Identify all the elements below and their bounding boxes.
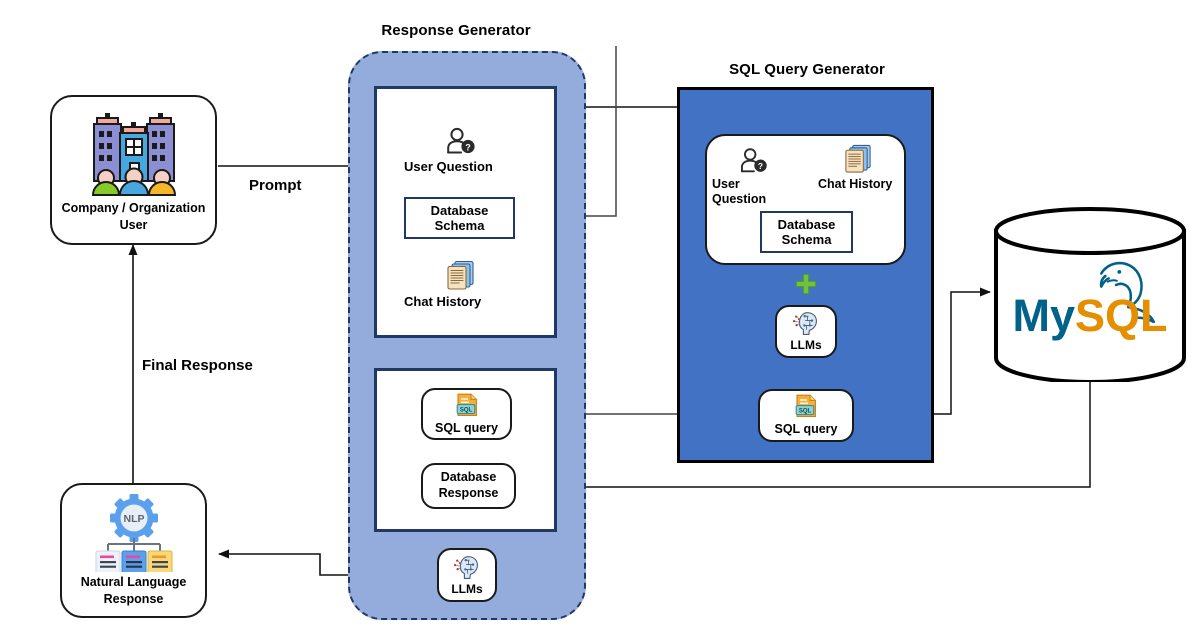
rg-chat-history-label: Chat History (404, 294, 482, 309)
user-question-icon: ? (404, 126, 516, 156)
company-user-label-line2: User (119, 218, 148, 232)
rg-sql-query-label: SQL query (435, 420, 498, 435)
response-generator-title: Response Generator (381, 22, 531, 39)
sg-sql-query[interactable]: SQL SQL query (758, 389, 854, 442)
nlp-gear-icon: NLP (89, 493, 179, 572)
rg-user-question[interactable]: ? User Question (404, 126, 516, 174)
rg-llms[interactable]: LLMs (437, 548, 497, 602)
svg-text:SQL: SQL (459, 407, 472, 413)
user-question-icon: ? (712, 145, 794, 175)
sql-file-icon: SQL (452, 393, 482, 420)
rg-llms-label: LLMs (451, 581, 483, 596)
mysql-wordmark: MySQL (1012, 290, 1167, 341)
edge-label-final-response: Final Response (142, 357, 253, 374)
nlp-response-label-line1: Natural Language (80, 574, 187, 589)
chat-history-documents-icon (818, 141, 896, 175)
rg-database-response[interactable]: Database Response (421, 463, 516, 509)
sg-database-schema-line1: Database (777, 216, 836, 232)
rg-database-schema[interactable]: Database Schema (404, 197, 515, 239)
company-user-label-line1: Company / Organization (61, 201, 206, 216)
sg-llms-label: LLMs (790, 338, 822, 353)
plus-icon (794, 272, 818, 296)
sql-file-icon: SQL (791, 394, 821, 421)
svg-text:SQL: SQL (799, 409, 812, 415)
rg-database-schema-line2: Schema (434, 218, 485, 233)
sql-query-generator-title: SQL Query Generator (729, 61, 885, 78)
company-user-card[interactable]: Company / Organization User (50, 95, 217, 245)
sg-database-schema-line2: Schema (781, 232, 832, 247)
llm-brain-icon (791, 310, 821, 337)
nlp-icon-text: NLP (123, 513, 144, 525)
sg-user-question[interactable]: ? User Question (712, 145, 794, 206)
rg-chat-history[interactable]: Chat History (404, 258, 516, 310)
edge-label-prompt: Prompt (249, 177, 302, 194)
sg-llms[interactable]: LLMs (775, 305, 837, 358)
rg-database-schema-line1: Database (430, 202, 489, 218)
sg-chat-history[interactable]: Chat History (818, 141, 896, 193)
mysql-database[interactable]: MySQL (992, 207, 1188, 382)
rg-sql-query[interactable]: SQL SQL query (421, 388, 512, 440)
svg-text:?: ? (758, 161, 763, 171)
chat-history-documents-icon (404, 258, 516, 292)
sg-user-question-label: User Question (712, 177, 767, 206)
llm-brain-icon (452, 554, 482, 581)
rg-database-response-line2: Response (438, 486, 499, 500)
rg-user-question-label: User Question (404, 159, 493, 174)
natural-language-response-card[interactable]: NLP (60, 483, 207, 618)
rg-database-response-line1: Database (440, 470, 497, 485)
svg-text:?: ? (465, 142, 471, 152)
mysql-dolphin-icon (1099, 261, 1156, 324)
sg-database-schema[interactable]: Database Schema (760, 211, 853, 253)
nlp-response-label-line2: Response (103, 591, 164, 606)
sg-sql-query-label: SQL query (774, 422, 838, 436)
sg-chat-history-label: Chat History (818, 177, 893, 191)
company-buildings-people-icon (80, 106, 188, 198)
